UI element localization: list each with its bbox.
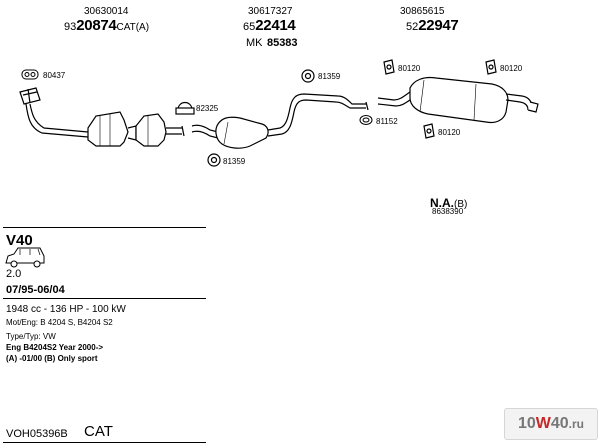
rubber-hanger-icon xyxy=(383,59,395,75)
divider-bottom xyxy=(3,442,206,443)
rubber-hanger-icon xyxy=(207,153,221,167)
fitting-label-81359-lower: 81359 xyxy=(223,157,246,166)
fitment-notes: (A) -01/00 (B) Only sport xyxy=(6,354,98,363)
vehicle-type: Type/Typ: VW xyxy=(6,332,56,341)
na-part-code: 8638390 xyxy=(432,207,464,216)
engine-specs: 1948 cc - 136 HP - 100 kW xyxy=(6,304,126,315)
clamp-icon xyxy=(175,101,195,115)
rubber-hanger-icon xyxy=(423,123,435,139)
fitting-label-82325: 82325 xyxy=(196,104,219,113)
front-part-number: 9320874CAT(A) xyxy=(64,17,150,34)
middle-silencer xyxy=(191,93,369,149)
rubber-hanger-icon xyxy=(301,69,315,83)
clamp-icon xyxy=(359,115,373,125)
fitting-label-80437: 80437 xyxy=(43,71,66,80)
wagon-car-icon xyxy=(5,247,45,268)
production-period: 07/95-06/04 xyxy=(6,284,65,296)
fitting-label-80120-right: 80120 xyxy=(500,64,523,73)
rear-silencer xyxy=(377,76,539,124)
engine-size: 2.0 xyxy=(6,268,22,280)
rubber-hanger-icon xyxy=(485,59,497,75)
vehicle-model: V40 xyxy=(6,232,33,249)
rear-part-code: 30865615 xyxy=(400,6,445,17)
front-part-code: 30630014 xyxy=(84,6,129,17)
engine-codes: Mot/Eng: B 4204 S, B4204 S2 xyxy=(6,318,113,327)
middle-part-code: 30617327 xyxy=(248,6,293,17)
divider-middle xyxy=(3,298,206,299)
na-part-label: N.A.(B) xyxy=(430,196,468,210)
fitting-label-81152: 81152 xyxy=(376,117,398,126)
fitting-label-80120-left: 80120 xyxy=(398,64,421,73)
fitting-label-81359-upper: 81359 xyxy=(318,72,341,81)
middle-part-number: 6522414 xyxy=(243,17,296,34)
divider-top xyxy=(3,227,206,228)
mounting-kit-number: MK 85383 xyxy=(246,37,298,49)
front-pipe-with-catalyst xyxy=(19,87,185,147)
fitting-label-80120-lower: 80120 xyxy=(438,128,461,137)
kit-code: VOH05396B xyxy=(6,428,68,440)
rear-part-number: 5222947 xyxy=(406,17,459,34)
gasket-icon xyxy=(21,69,39,80)
engine-year-note: Eng B4204S2 Year 2000-> xyxy=(6,343,104,352)
kit-label: CAT xyxy=(84,423,113,440)
